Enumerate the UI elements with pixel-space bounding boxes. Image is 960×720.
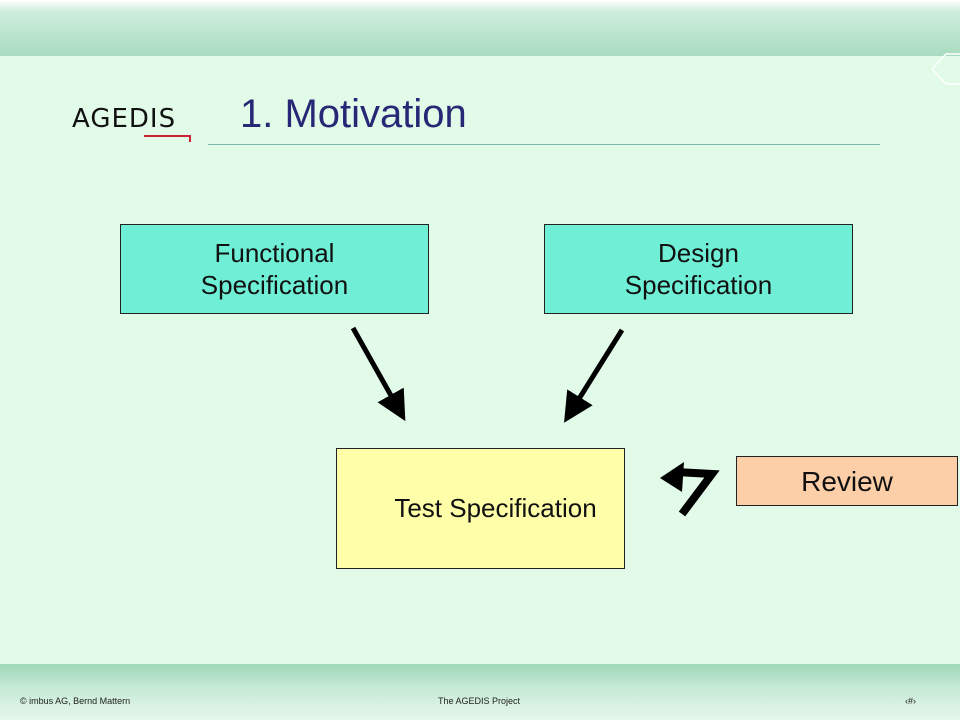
corner-decoration-icon: [930, 53, 960, 85]
test-specification-label: Test Specification: [394, 493, 597, 524]
arrow-design-to-test: [564, 328, 625, 423]
footer-copyright: © imbus AG, Bernd Mattern: [20, 696, 131, 706]
agedis-logo: AGEDIS: [72, 104, 202, 144]
arrow-functional-to-test: [350, 326, 406, 422]
review-box: Review: [736, 456, 958, 506]
logo-underline-icon: [144, 135, 191, 142]
title-divider: [208, 144, 880, 145]
functional-specification-label: Functional Specification: [200, 237, 349, 301]
test-specification-box: Test Specification: [336, 448, 625, 569]
design-specification-label: Design Specification: [624, 237, 773, 301]
footer-band: [0, 664, 960, 720]
functional-specification-box: Functional Specification: [120, 224, 429, 314]
review-loop-arrow-icon: [675, 468, 720, 517]
header-band: [0, 0, 960, 56]
review-loop-arrowhead: [660, 462, 684, 492]
footer-project: The AGEDIS Project: [438, 696, 521, 706]
design-specification-box: Design Specification: [544, 224, 853, 314]
slide-title: 1. Motivation: [240, 92, 467, 136]
review-label: Review: [801, 465, 893, 497]
footer-page-number: ‹#›: [905, 696, 916, 706]
logo-text: AGEDIS: [72, 104, 177, 134]
